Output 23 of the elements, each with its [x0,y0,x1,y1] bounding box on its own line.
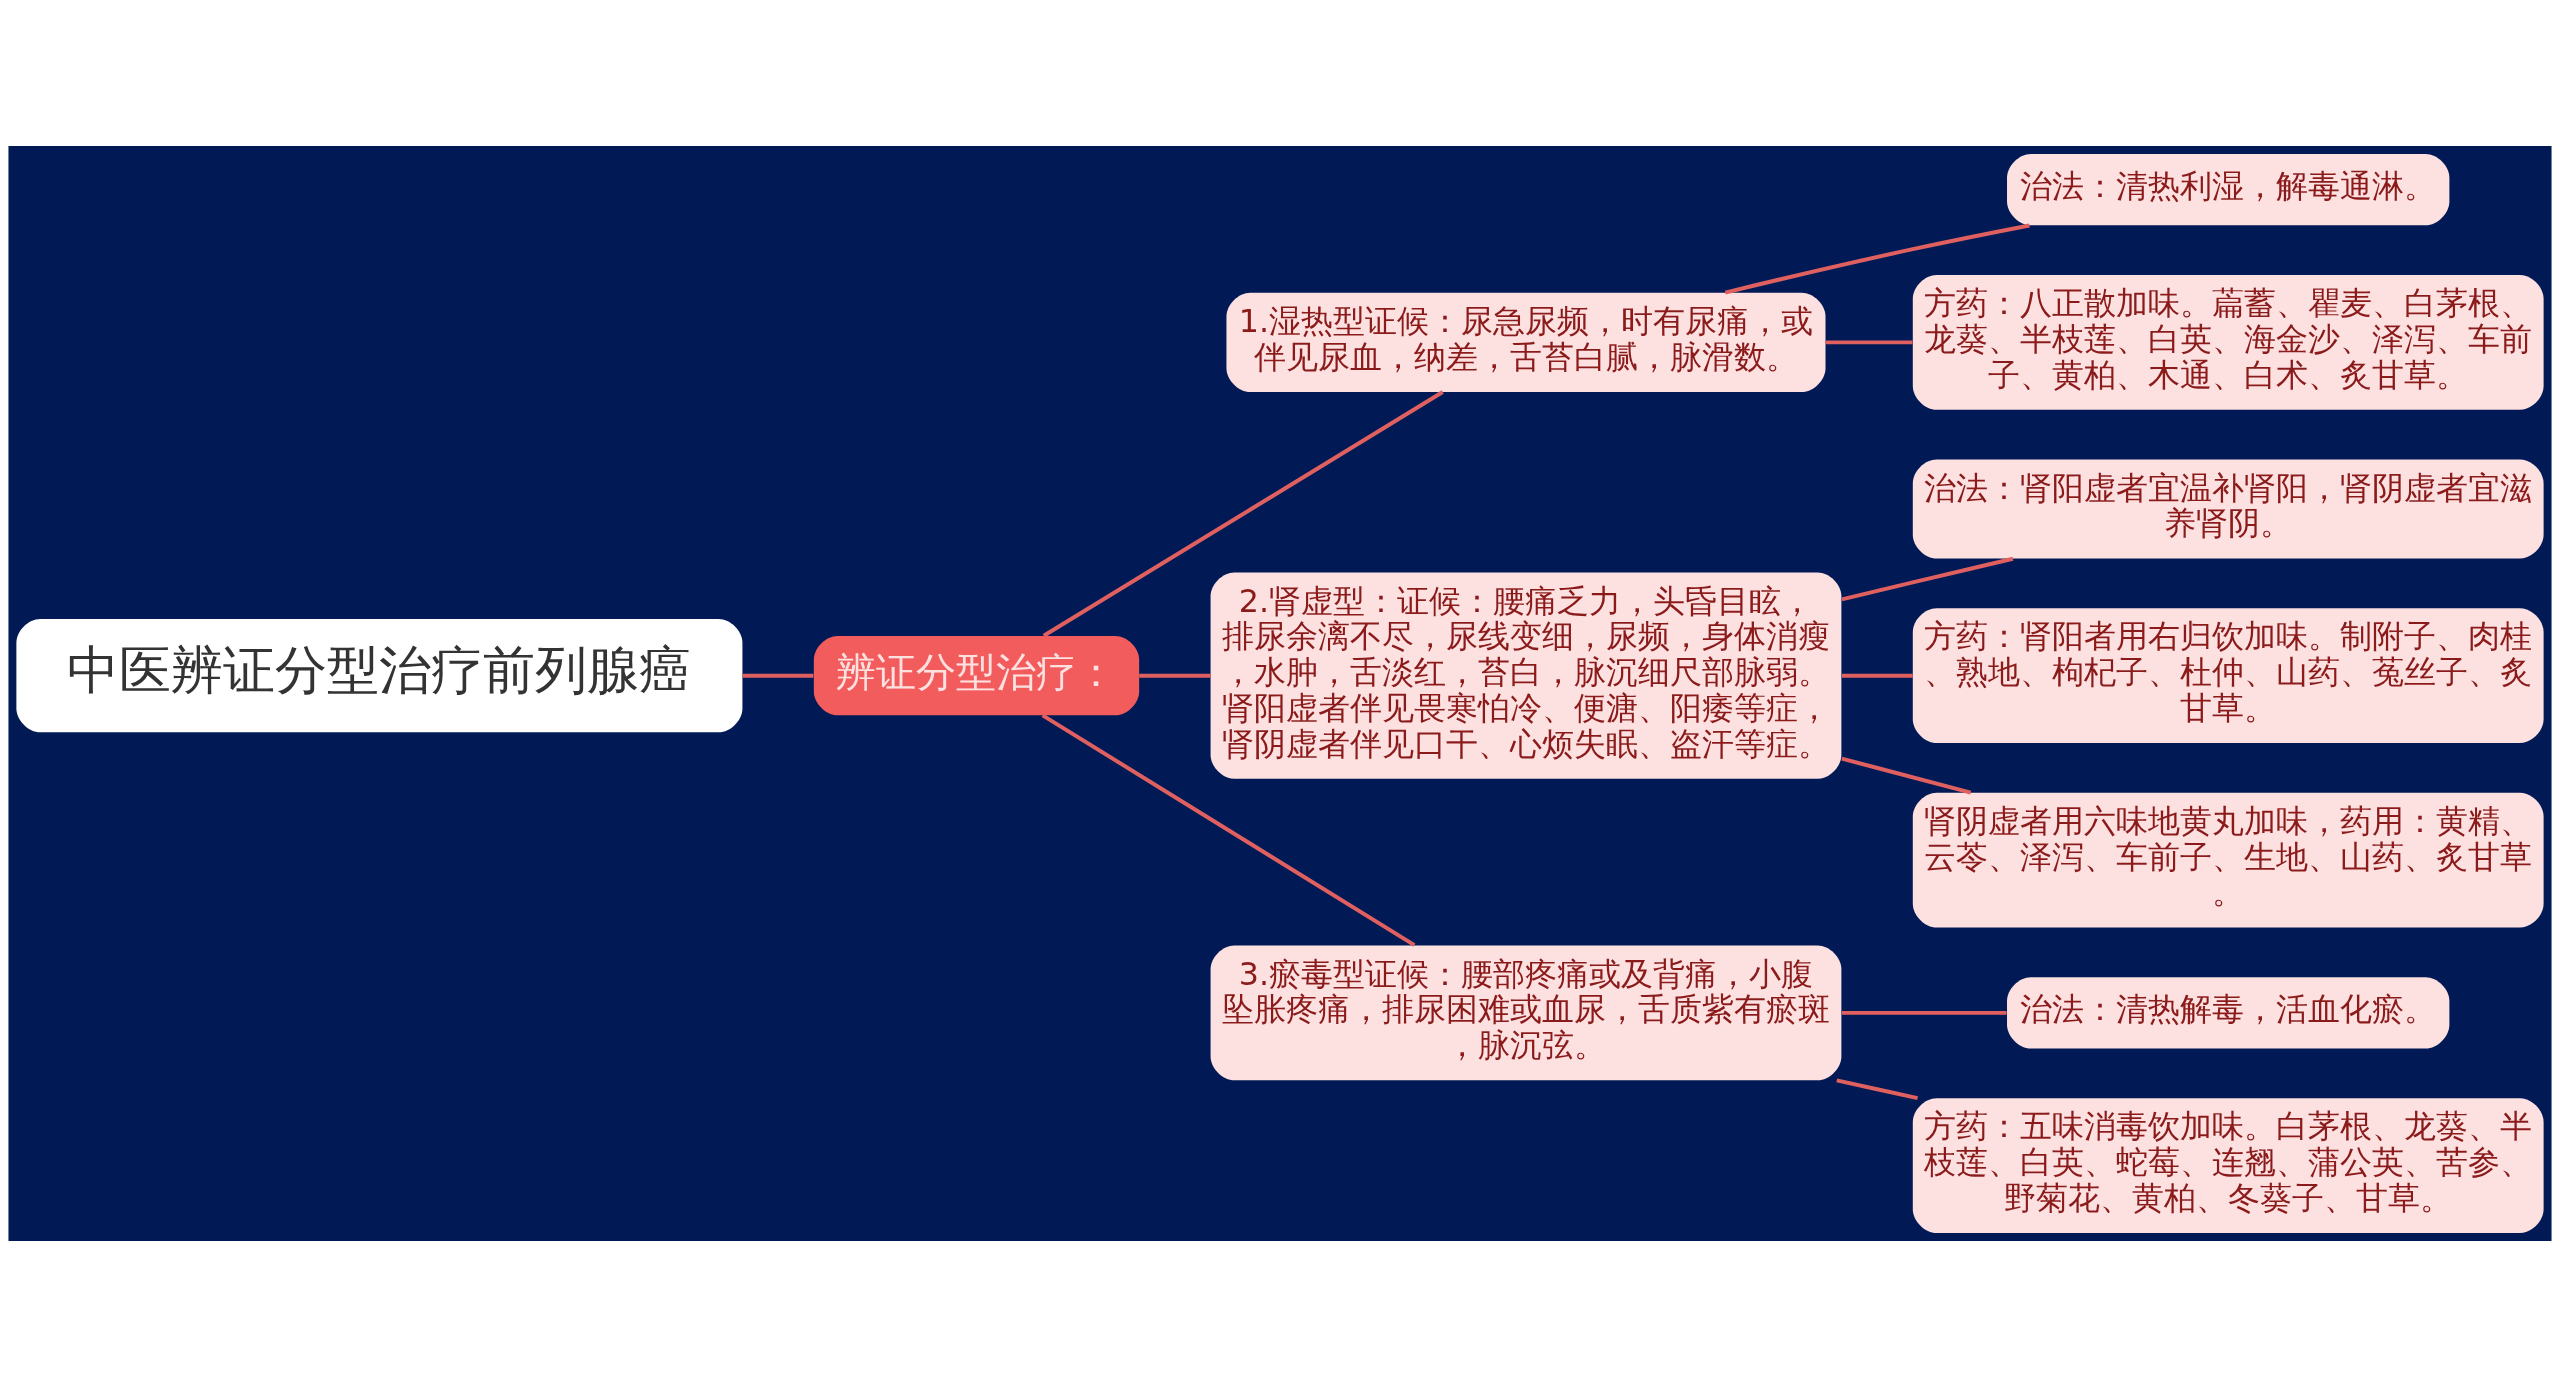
node-box: 肾阴虚者用六味地黄丸加味，药用：黄精、云苓、泽泻、车前子、生地、山药、炙甘草。 [1912,792,2544,928]
connector [1841,673,1913,678]
node-box: 治法：清热解毒，活血化瘀。 [2007,976,2450,1049]
node-box: 方药：五味消毒饮加味。白茅根、龙葵、半枝莲、白英、蛇莓、连翘、蒲公英、苦参、野菊花、黄柏、冬葵子、甘草。 [1912,1097,2544,1233]
node-box: 2.肾虚型：证候：腰痛乏力，头昏目眩，排尿余漓不尽，尿线变细，尿频，身体消瘦，水肿，舌淡红，苔白，脉沉细尺部脉弱。肾阳虚者伴见畏寒怕冷、便溏、阳痿等症，肾阴虚者伴见口干、心烦失眠、盗汗等症。 [1210,572,1842,779]
node-box: 治法：肾阳虚者宜温补肾阳，肾阴虚者宜滋养肾阴。 [1912,458,2544,559]
node-box: 方药：肾阳者用右归饮加味。制附子、肉桂、熟地、枸杞子、杜仲、山药、菟丝子、炙甘草。 [1912,607,2544,743]
node-box: 辨证分型治疗： [813,635,1140,715]
connector [1841,756,1972,795]
connector [742,673,814,678]
connector [1041,713,1416,947]
node-box: 1.湿热型证候：尿急尿频，时有尿痛，或伴见尿血，纳差，舌苔白腻，脉滑数。 [1226,292,1826,392]
connector [1825,339,1913,344]
connector [1724,223,2030,294]
connector [1042,389,1444,637]
node-box: 方药：八正散加味。萹蓄、瞿麦、白茅根、龙葵、半枝莲、白英、海金沙、泽泻、车前子、黄柏、木通、白术、炙甘草。 [1912,274,2544,410]
node-box: 3.瘀毒型证候：腰部疼痛或及背痛，小腹坠胀疼痛，排尿困难或血尿，舌质紫有瘀斑，脉沉弦。 [1210,944,1842,1080]
node-box: 中医辨证分型治疗前列腺癌 [16,618,743,732]
connector [1836,1078,1918,1100]
node-box: 治法：清热利湿，解毒通淋。 [2007,153,2450,225]
connector [1841,556,2014,601]
connector [1139,673,1211,678]
connector [1841,1010,2007,1015]
